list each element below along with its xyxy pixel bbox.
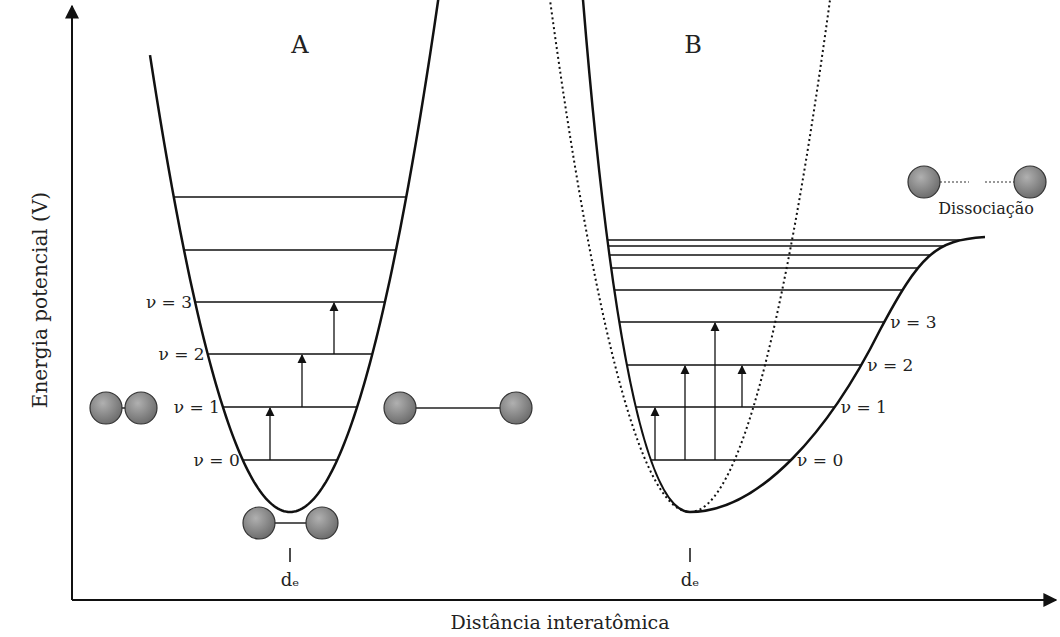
y-axis bbox=[71, 6, 73, 600]
energy-level bbox=[651, 459, 791, 460]
energy-level bbox=[243, 459, 337, 460]
transition-arrow bbox=[654, 408, 655, 460]
energy-level bbox=[611, 267, 918, 268]
atom bbox=[306, 507, 338, 539]
harmonic-curve bbox=[150, 0, 440, 512]
energy-level bbox=[208, 353, 373, 354]
atom bbox=[1014, 166, 1046, 198]
dissociation-label: Dissociação bbox=[938, 200, 1034, 218]
energy-level bbox=[608, 245, 944, 246]
atom bbox=[90, 392, 122, 424]
level-label: ν = 1 bbox=[174, 398, 220, 417]
energy-level bbox=[223, 406, 357, 407]
energy-level bbox=[614, 289, 902, 290]
atom bbox=[384, 392, 416, 424]
axis-tick bbox=[289, 548, 291, 562]
bond bbox=[400, 407, 516, 409]
energy-level bbox=[174, 196, 406, 197]
energy-level bbox=[607, 239, 961, 240]
broken-bond bbox=[985, 181, 1014, 182]
energy-levels bbox=[607, 240, 961, 460]
level-label: ν = 0 bbox=[797, 451, 843, 470]
energy-level bbox=[195, 301, 385, 302]
morse-curve bbox=[583, 0, 985, 512]
transition-arrow bbox=[301, 355, 302, 407]
level-label: ν = 2 bbox=[158, 345, 204, 364]
level-label: ν = 1 bbox=[841, 398, 887, 417]
transition-arrow bbox=[333, 303, 334, 354]
level-label: ν = 0 bbox=[194, 451, 240, 470]
axis-title: Energia potencial (V) bbox=[29, 192, 51, 408]
atom bbox=[243, 507, 275, 539]
transition-arrow bbox=[741, 366, 742, 407]
axis-tick bbox=[689, 548, 691, 562]
transition-arrow bbox=[714, 323, 715, 460]
panel-letter: A bbox=[291, 32, 308, 58]
axis-title: Distância interatômica bbox=[450, 612, 669, 633]
transition-arrow bbox=[269, 408, 270, 460]
broken-bond bbox=[940, 181, 969, 182]
level-label: ν = 3 bbox=[146, 293, 192, 312]
level-label: ν = 3 bbox=[890, 313, 936, 332]
panel-letter: B bbox=[684, 32, 702, 58]
energy-levels bbox=[174, 197, 406, 460]
energy-level bbox=[636, 406, 835, 407]
energy-level bbox=[619, 321, 884, 322]
level-label: ν = 2 bbox=[867, 356, 913, 375]
molecule-icons bbox=[90, 166, 1046, 539]
atom bbox=[908, 166, 940, 198]
transition-arrows bbox=[270, 303, 742, 460]
energy-level bbox=[609, 254, 930, 255]
distance-label: dₑ bbox=[681, 570, 700, 590]
transition-arrow bbox=[684, 366, 685, 460]
distance-label: dₑ bbox=[281, 570, 300, 590]
energy-level bbox=[184, 249, 396, 250]
atom bbox=[500, 392, 532, 424]
atom bbox=[125, 392, 157, 424]
x-axis bbox=[72, 599, 1056, 601]
energy-level bbox=[627, 364, 861, 365]
